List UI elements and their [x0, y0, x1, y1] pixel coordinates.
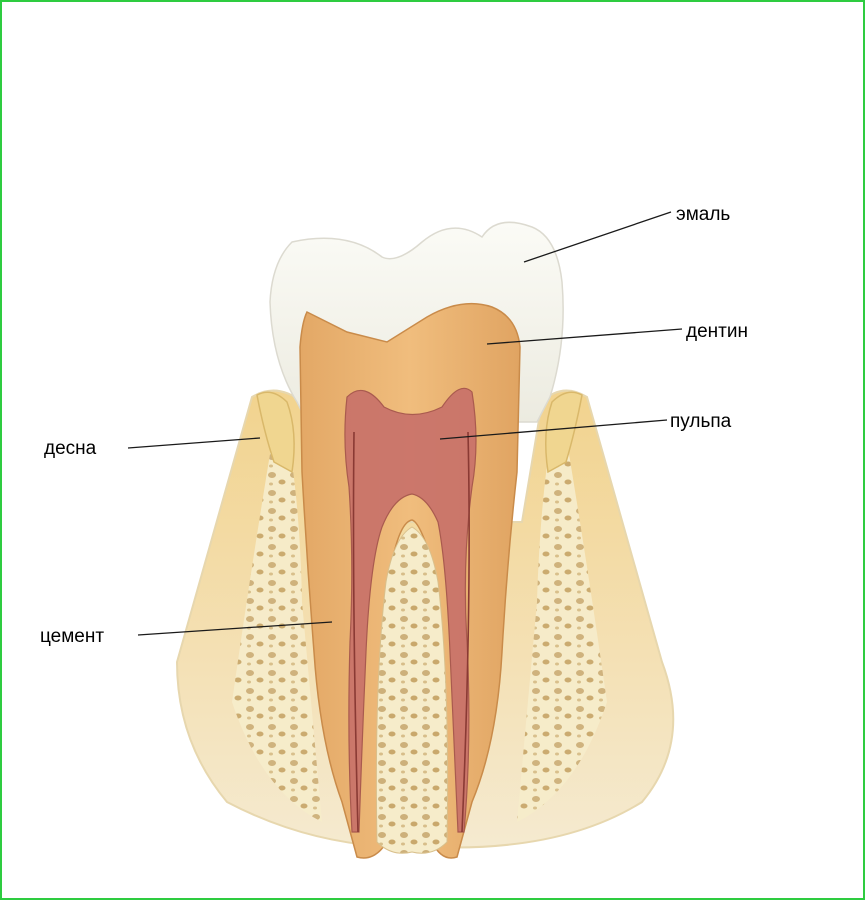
label-dentin: дентин [686, 321, 748, 342]
label-gum: десна [44, 438, 97, 459]
label-pulp: пульпа [670, 411, 732, 432]
label-enamel: эмаль [676, 204, 730, 225]
inter-root-bone [376, 527, 447, 853]
label-cementum: цемент [40, 626, 104, 647]
